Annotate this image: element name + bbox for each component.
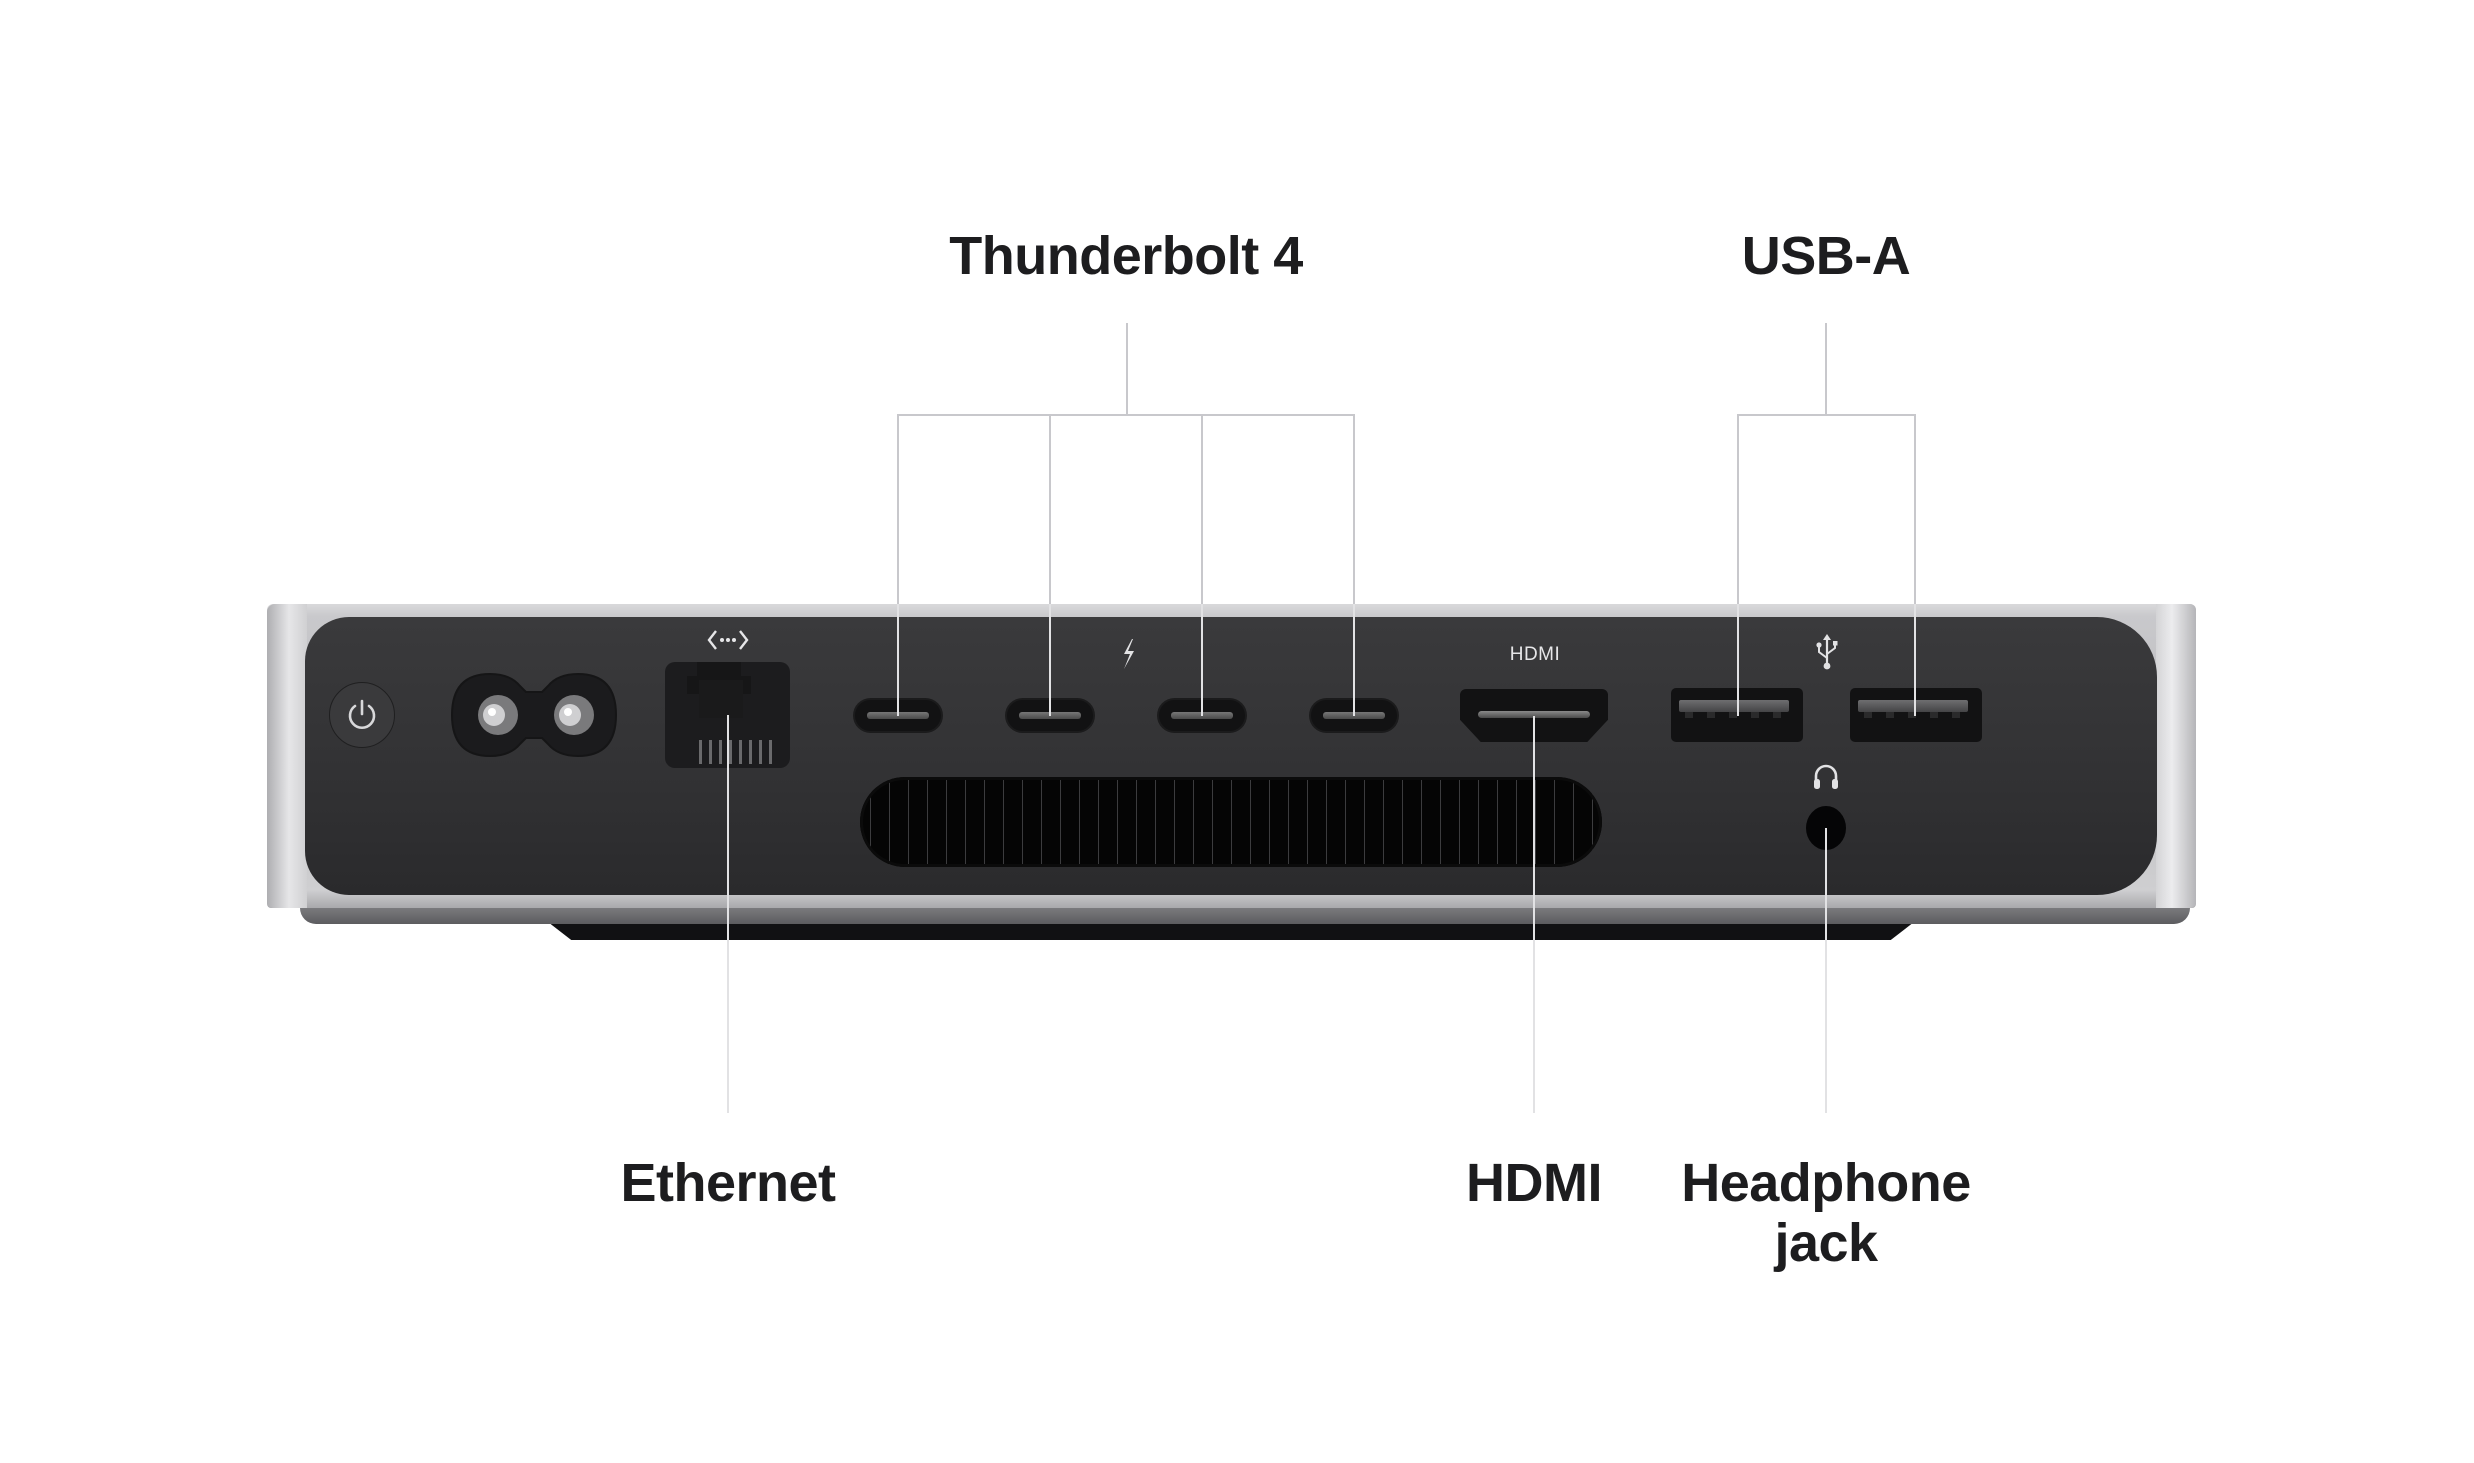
- usb-a-leader-1: [1737, 414, 1739, 716]
- usb-a-leader-bracket: [1737, 414, 1916, 416]
- usb-a-port-2[interactable]: [1850, 688, 1982, 742]
- device-lower-band: [300, 908, 2190, 924]
- thunderbolt-leader-4-overlay: [1353, 604, 1355, 716]
- label-thunderbolt-4: Thunderbolt 4: [949, 226, 1303, 286]
- device-right-edge: [2156, 604, 2196, 908]
- power-button[interactable]: [329, 682, 395, 748]
- hdmi-port-marking: HDMI: [1509, 644, 1561, 665]
- ethernet-icon: [707, 630, 749, 650]
- label-hdmi: HDMI: [1466, 1153, 1602, 1213]
- thunderbolt-leader-1: [897, 414, 899, 716]
- air-vent: [860, 777, 1602, 867]
- thunderbolt-leader-stem: [1126, 323, 1128, 416]
- ethernet-leader: [727, 715, 729, 1113]
- headphone-leader: [1825, 828, 1827, 1113]
- usb-a-leader-2-overlay: [1914, 604, 1916, 716]
- thunderbolt-leader-4: [1353, 414, 1355, 716]
- thunderbolt-leader-2-overlay: [1049, 604, 1051, 716]
- label-usb-a: USB-A: [1741, 226, 1911, 286]
- thunderbolt-leader-3-overlay: [1201, 604, 1203, 716]
- label-headphone-line1: Headphone: [1681, 1153, 1971, 1213]
- thunderbolt-leader-1-overlay: [897, 604, 899, 716]
- usb-a-leader-2: [1914, 414, 1916, 716]
- usb-a-leader-stem: [1825, 323, 1827, 416]
- label-ethernet: Ethernet: [620, 1153, 836, 1213]
- usb-icon: [1816, 634, 1838, 670]
- device-left-edge: [267, 604, 307, 908]
- thunderbolt-leader-3: [1201, 414, 1203, 716]
- label-headphone-line2: jack: [1774, 1213, 1878, 1273]
- headphone-icon: [1814, 764, 1838, 789]
- thunderbolt-icon: [1124, 639, 1134, 669]
- ac-power-socket: [450, 672, 618, 758]
- device-foot: [548, 922, 1914, 940]
- power-icon: [348, 699, 376, 729]
- thunderbolt-leader-2: [1049, 414, 1051, 716]
- label-headphone-jack: Headphone jack: [1656, 1153, 1996, 1273]
- hdmi-leader: [1533, 716, 1535, 1113]
- usb-a-leader-1-overlay: [1737, 604, 1739, 716]
- thunderbolt-leader-bracket: [897, 414, 1355, 416]
